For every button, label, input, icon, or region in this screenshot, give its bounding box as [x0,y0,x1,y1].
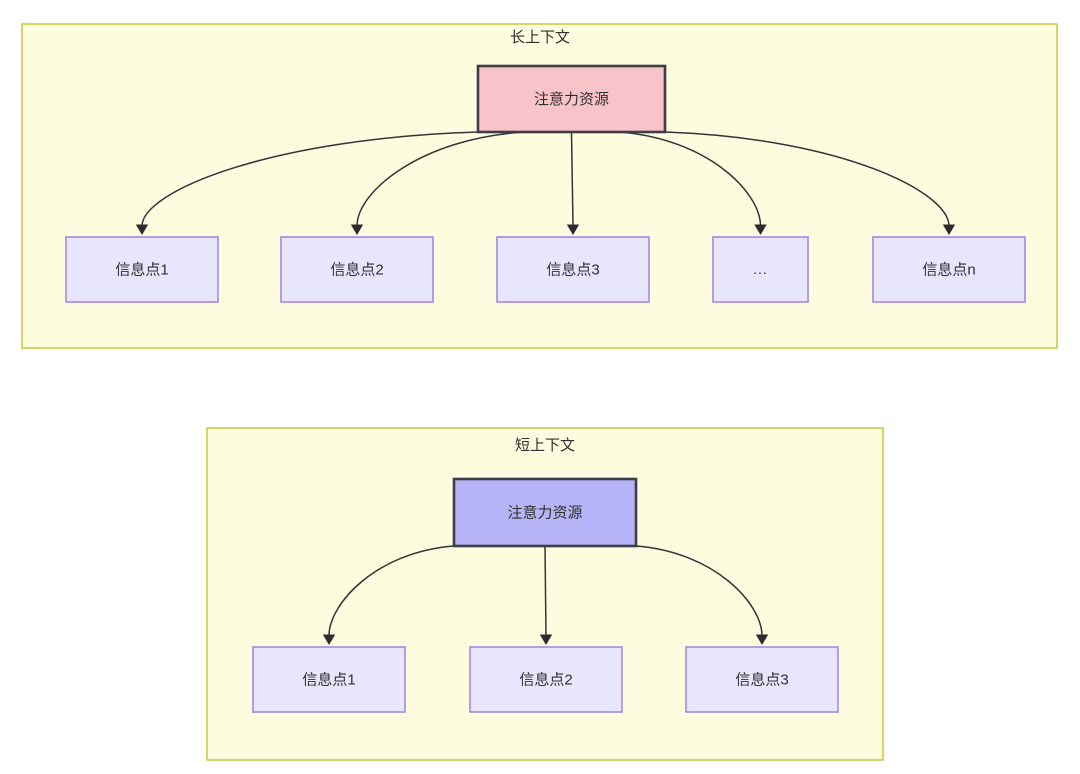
edge-connector [141,131,479,227]
arrow-head-icon [322,634,336,645]
edge-connector [328,545,455,637]
node-info-point-1-long[interactable]: 信息点1 [65,236,219,303]
node-rect-info-point-3-long[interactable] [496,236,650,303]
node-label-info-point-ellipsis-long: ... [753,261,768,277]
edge-group-short-context [322,545,769,645]
arrow-head-icon [350,224,364,235]
node-rect-info-point-2-long[interactable] [280,236,434,303]
edge-group-long-context [135,131,956,235]
arrow-head-icon [539,634,553,645]
node-attention-resource-short[interactable]: 注意力资源 [452,477,638,548]
node-rect-info-point-1-long[interactable] [65,236,219,303]
arrow-head-icon [135,224,149,235]
node-info-point-2-short[interactable]: 信息点2 [469,646,623,713]
node-label-info-point-2-short: 信息点2 [519,671,572,688]
node-label-attention-resource-short: 注意力资源 [507,503,582,521]
panel-title-long-context: 长上下文 [510,29,570,46]
edge-connector [544,545,547,637]
node-label-info-point-n-long: 信息点n [922,261,975,278]
arrow-head-icon [566,224,580,235]
node-rect-attention-resource-short[interactable] [452,477,638,548]
node-label-attention-resource-long: 注意力资源 [534,90,609,108]
node-label-info-point-3-short: 信息点3 [735,671,788,688]
node-rect-info-point-n-long[interactable] [872,236,1026,303]
node-info-point-1-short[interactable]: 信息点1 [252,646,406,713]
edge-connector [618,131,762,227]
node-info-point-2-long[interactable]: 信息点2 [280,236,434,303]
node-rect-info-point-3-short[interactable] [685,646,839,713]
node-rect-info-point-ellipsis-long[interactable] [712,236,809,303]
panel-title-short-context: 短上下文 [515,437,575,454]
edge-connector [635,545,763,637]
node-info-point-3-long[interactable]: 信息点3 [496,236,650,303]
node-rect-attention-resource-long[interactable] [476,64,667,134]
edge-connector [570,131,574,227]
node-info-point-3-short[interactable]: 信息点3 [685,646,839,713]
arrow-head-icon [942,224,956,235]
node-label-info-point-2-long: 信息点2 [330,261,383,278]
node-label-info-point-1-short: 信息点1 [302,671,355,688]
node-rect-info-point-2-short[interactable] [469,646,623,713]
node-info-point-ellipsis-long[interactable]: ... [712,236,809,303]
panel-long-context: 长上下文 注意力资源 信息点1 信息点2 信息点3 .. [21,23,1058,349]
node-label-info-point-1-long: 信息点1 [115,261,168,278]
node-info-point-n-long[interactable]: 信息点n [872,236,1026,303]
arrow-head-icon [754,224,767,235]
arrow-head-icon [755,634,769,645]
node-attention-resource-long[interactable]: 注意力资源 [476,64,667,134]
node-label-info-point-3-long: 信息点3 [546,261,599,278]
node-rect-info-point-1-short[interactable] [252,646,406,713]
edge-connector [664,131,950,227]
panel-short-context: 短上下文 注意力资源 信息点1 信息点2 信息点3 [206,427,884,761]
edge-connector [356,131,525,227]
